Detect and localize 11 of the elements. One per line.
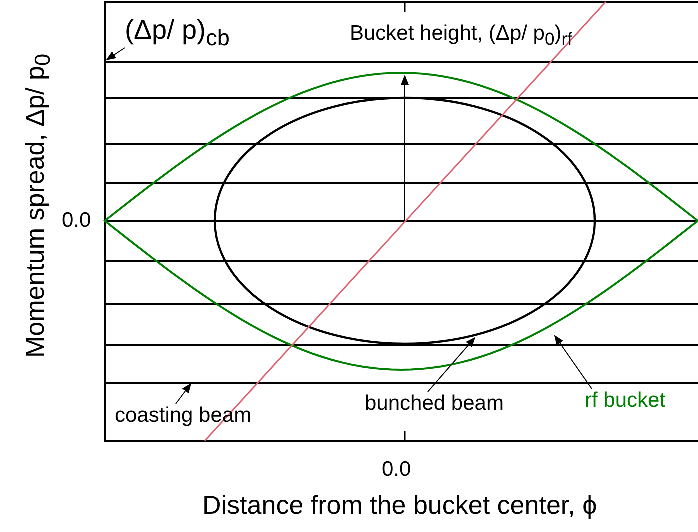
leader-line <box>176 383 192 404</box>
axis-title: Distance from the bucket center, ϕ <box>202 490 598 520</box>
callout-label: (Δp/ p)$_{cb}$ <box>125 16 230 52</box>
leader-line <box>428 337 476 392</box>
tick-label: 0.0 <box>382 458 412 482</box>
leader-line <box>554 335 592 390</box>
leader-line <box>106 48 126 61</box>
callout-label: rf bucket <box>585 389 666 412</box>
callout-label: bunched beam <box>365 392 504 416</box>
tick-label: 0.0 <box>62 209 92 232</box>
dimension-label: Bucket height, (Δp/ p$_{0}$)$_{rf}$ <box>350 22 572 50</box>
